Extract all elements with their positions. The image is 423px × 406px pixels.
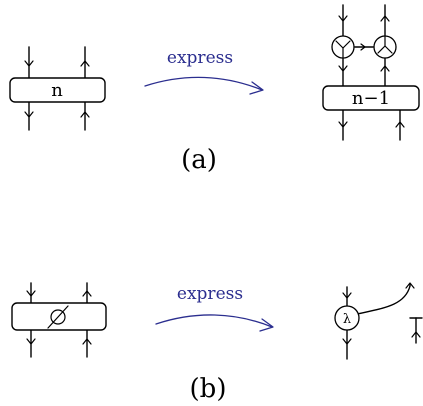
panel-b: express λ (b) bbox=[11, 282, 423, 404]
arrow-down-icon bbox=[338, 15, 348, 22]
arrow-up-icon bbox=[411, 331, 421, 338]
arrow-up-icon bbox=[405, 282, 415, 289]
arrow-down-icon bbox=[342, 338, 352, 345]
panel-a-express-label: express bbox=[167, 48, 233, 68]
arrow-up-icon bbox=[395, 121, 405, 128]
panel-a-express-arrow bbox=[144, 76, 263, 91]
arrow-up-icon bbox=[80, 111, 90, 118]
panel-b-right-strands bbox=[342, 282, 423, 360]
panel-a-right-box bbox=[322, 85, 420, 111]
arrow-down-icon bbox=[338, 65, 348, 72]
lambda-label: λ bbox=[343, 312, 351, 327]
arrow-down-icon bbox=[26, 290, 36, 297]
merge-node-icon bbox=[373, 35, 397, 59]
panel-a-label: (a) bbox=[181, 145, 217, 175]
panel-a: n express bbox=[9, 4, 420, 175]
arrow-down-icon bbox=[342, 292, 352, 299]
arrow-up-icon bbox=[80, 60, 90, 67]
split-node-icon bbox=[331, 35, 355, 59]
arrow-up-icon bbox=[82, 338, 92, 345]
lambda-node bbox=[334, 305, 360, 331]
panel-b-express-arrow bbox=[155, 314, 273, 328]
arrow-head-icon bbox=[249, 81, 264, 95]
panel-b-express-label: express bbox=[177, 284, 243, 304]
arrow-down-icon bbox=[24, 60, 34, 67]
panel-a-left-box-label: n bbox=[51, 80, 63, 101]
arrow-down-icon bbox=[26, 338, 36, 345]
panel-b-label: (b) bbox=[190, 374, 227, 404]
panel-a-left-box bbox=[9, 77, 106, 103]
empty-set-icon bbox=[47, 305, 69, 329]
arrow-up-icon bbox=[380, 65, 390, 72]
arrow-down-icon bbox=[24, 111, 34, 118]
arrow-head-icon bbox=[259, 318, 274, 332]
panel-a-left-strands bbox=[24, 46, 90, 131]
panel-a-right-strands bbox=[338, 4, 405, 141]
arrow-down-icon bbox=[338, 121, 348, 128]
arrow-right-icon bbox=[360, 43, 366, 51]
arrow-up-icon bbox=[380, 15, 390, 22]
panel-b-left-strands bbox=[26, 282, 92, 358]
panel-a-right-box-label: n−1 bbox=[352, 88, 390, 109]
arrow-up-icon bbox=[82, 290, 92, 297]
